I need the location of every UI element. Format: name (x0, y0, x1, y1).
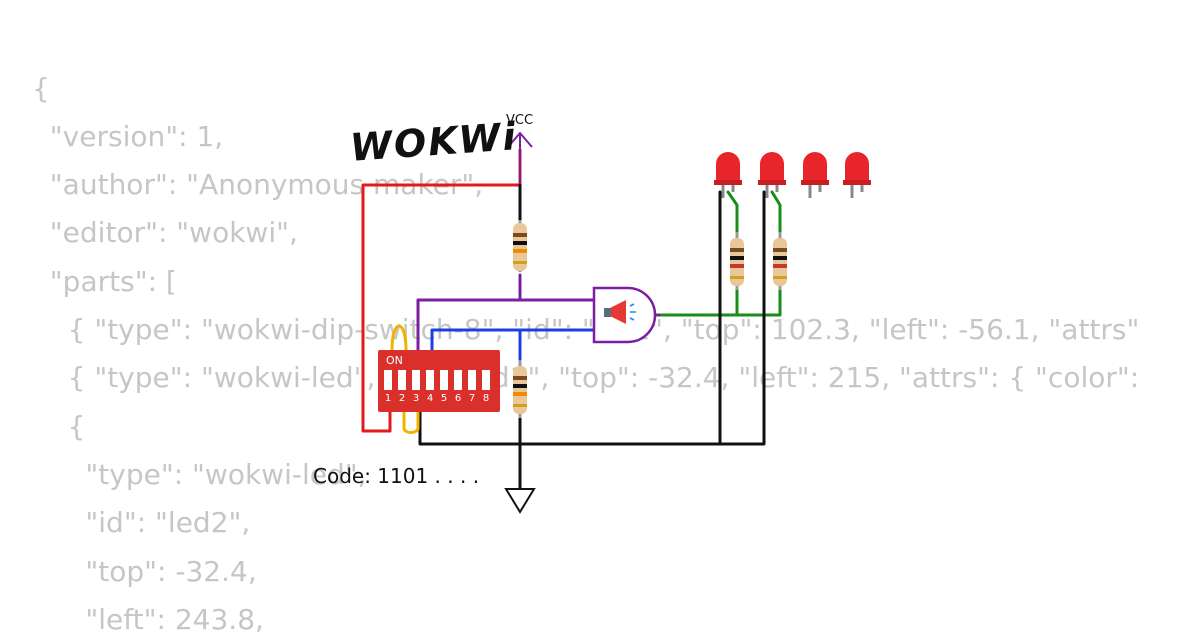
resistor-icon[interactable] (773, 232, 787, 290)
dip-number: 7 (468, 393, 476, 404)
led-icon[interactable] (758, 152, 786, 198)
dip-toggle[interactable] (454, 370, 462, 390)
dip-on-label: ON (386, 354, 403, 367)
code-line: "editor": "wokwi", (32, 216, 298, 249)
dip-toggle[interactable] (482, 370, 490, 390)
dip-toggle[interactable] (468, 370, 476, 390)
resistor-icon[interactable] (513, 220, 527, 272)
dip-number: 8 (482, 393, 490, 404)
dip-toggle[interactable] (412, 370, 420, 390)
resistor-icon[interactable] (730, 232, 744, 290)
wire-yellow[interactable] (390, 324, 420, 434)
code-line: { "type": "wokwi-led", "id": "led1", "to… (32, 361, 1140, 394)
led-icon[interactable] (843, 152, 871, 198)
dip-number: 1 (384, 393, 392, 404)
code-line: "id": "led2", (32, 506, 251, 539)
wire-green[interactable] (655, 190, 782, 317)
vcc-arrow-icon (507, 131, 533, 184)
dip-toggle[interactable] (440, 370, 448, 390)
code-line: "top": -32.4, (32, 555, 257, 588)
circuit-diagram (361, 131, 871, 514)
code-label: Code: 1101 . . . . (313, 464, 480, 488)
code-line: "parts": [ (32, 265, 177, 298)
wire-purple[interactable] (416, 273, 598, 352)
code-line: "type": "wokwi-led", (32, 458, 367, 491)
dip-toggle[interactable] (426, 370, 434, 390)
dip-switch[interactable] (378, 350, 500, 412)
dip-toggle[interactable] (398, 370, 406, 390)
dip-number: 2 (398, 393, 406, 404)
led-icon[interactable] (714, 152, 742, 198)
megaphone-icon (604, 300, 636, 324)
code-line: { (32, 72, 50, 105)
led-icon[interactable] (801, 152, 829, 198)
dip-number: 5 (440, 393, 448, 404)
and-gate[interactable] (592, 286, 660, 344)
code-line: { (32, 410, 86, 443)
dip-toggle[interactable] (384, 370, 392, 390)
dip-number: 6 (454, 393, 462, 404)
wire-black-ground[interactable] (418, 190, 766, 492)
code-line: "author": "Anonymous maker", (32, 168, 484, 201)
dip-number: 4 (426, 393, 434, 404)
vcc-label: VCC (506, 113, 534, 128)
code-line: "version": 1, (32, 120, 224, 153)
dip-number: 3 (412, 393, 420, 404)
wire-blue[interactable] (430, 328, 598, 362)
ground-icon (504, 488, 536, 514)
resistor-icon[interactable] (513, 360, 527, 418)
